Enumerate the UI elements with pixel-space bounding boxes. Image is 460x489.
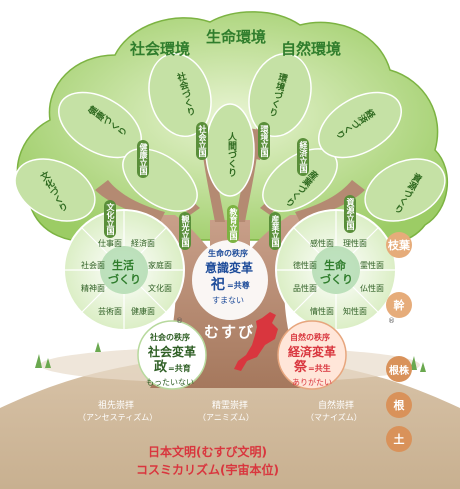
registered-mark-left: ®	[176, 317, 183, 325]
right-ritual-sub: =共生	[308, 364, 331, 373]
center-order: 生命の秩序	[208, 249, 248, 258]
center-note: すまない	[212, 296, 244, 305]
right-seg-reason: 理性面	[343, 239, 367, 248]
left-ritual-sub: =共育	[168, 364, 191, 373]
right-reform: 経済変革	[288, 345, 337, 359]
right-order-bg	[277, 320, 347, 390]
worship-ancestor-reading: （アンセスティズム）	[78, 413, 158, 422]
right-note: ありがたい	[292, 378, 332, 387]
worship-spirit-reading: （アニミズム）	[198, 413, 254, 422]
right-circle-center-1: 生命	[324, 259, 346, 272]
left-circle-center-1: 生活	[112, 259, 134, 272]
chip-environment: 環境立国	[258, 122, 270, 160]
top-label-nature: 自然環境	[281, 40, 342, 58]
left-seg-culture: 文化面	[148, 284, 172, 293]
left-ritual: 政	[154, 360, 168, 375]
right-seg-dignity: 品性面	[293, 284, 317, 293]
center-ritual: 祀	[211, 277, 225, 293]
left-seg-art: 芸術面	[98, 307, 122, 316]
badge-root: 根株	[386, 356, 412, 382]
right-seg-sensibility: 感性面	[310, 239, 334, 248]
left-note: もったいない	[146, 378, 194, 387]
center-reform: 意識変革	[205, 261, 254, 275]
right-seg-intellect: 知性面	[343, 307, 367, 316]
chip-economy: 経済立国	[297, 138, 309, 176]
registered-mark-right: ®	[388, 317, 395, 325]
left-reform: 社会変革	[148, 345, 197, 359]
top-label-social: 社会環境	[130, 40, 191, 58]
badge-trunk: 幹	[386, 292, 412, 318]
right-seg-buddha: 仏性面	[360, 284, 384, 293]
left-order-bg	[137, 320, 207, 390]
leaf-lobes	[14, 52, 446, 222]
footer-line-2: コスミカリズム(宇宙本位)	[136, 463, 279, 477]
footer-line-1: 日本文明(むすび文明)	[148, 445, 267, 459]
left-seg-economy: 経済面	[131, 239, 155, 248]
chip-sightseeing: 観光立国	[179, 212, 191, 250]
center-block-bg	[192, 240, 268, 320]
left-order: 社会の秩序	[150, 333, 190, 342]
badge-soil: 土	[386, 426, 412, 452]
left-circle-center-2: づくり	[108, 273, 141, 286]
japan-map-icon	[234, 312, 278, 371]
chip-education: 教育立国	[227, 205, 239, 243]
chip-industry: 産業立国	[269, 212, 281, 250]
worship-nature-reading: （マナイズム）	[306, 413, 362, 422]
right-circle-center-2: づくり	[320, 273, 353, 286]
worship-ancestor: 祖先崇拝	[98, 401, 135, 411]
center-ritual-sub: =共尊	[227, 281, 250, 290]
ground	[0, 355, 460, 489]
musubi-label: むすび	[204, 323, 256, 341]
chip-culture: 文化立国	[104, 200, 116, 238]
worship-spirit: 精霊崇拝	[212, 401, 249, 411]
grass	[35, 342, 426, 372]
branch-label-human: 人間づくり	[226, 132, 236, 177]
badge-base: 根	[386, 392, 412, 418]
right-seg-emotion: 情性面	[310, 307, 334, 316]
left-seg-society: 社会面	[81, 261, 105, 270]
right-order: 自然の秩序	[290, 333, 330, 342]
left-seg-work: 仕事面	[98, 239, 122, 248]
right-seg-spirituality: 霊性面	[360, 261, 384, 270]
top-label-life: 生命環境	[206, 28, 267, 46]
right-ritual: 祭	[294, 360, 308, 375]
chip-health: 健康立国	[137, 140, 149, 178]
chip-society: 社会立国	[196, 122, 208, 160]
chip-resource: 資源立国	[344, 195, 356, 233]
left-seg-health: 健康面	[131, 307, 155, 316]
left-seg-spirit: 精神面	[81, 284, 105, 293]
worship-nature: 自然崇拝	[318, 401, 355, 411]
right-seg-virtue: 徳性面	[293, 261, 317, 270]
left-seg-home: 家庭面	[148, 261, 172, 270]
badge-leaf: 枝葉	[386, 232, 412, 258]
left-circle	[63, 209, 185, 331]
